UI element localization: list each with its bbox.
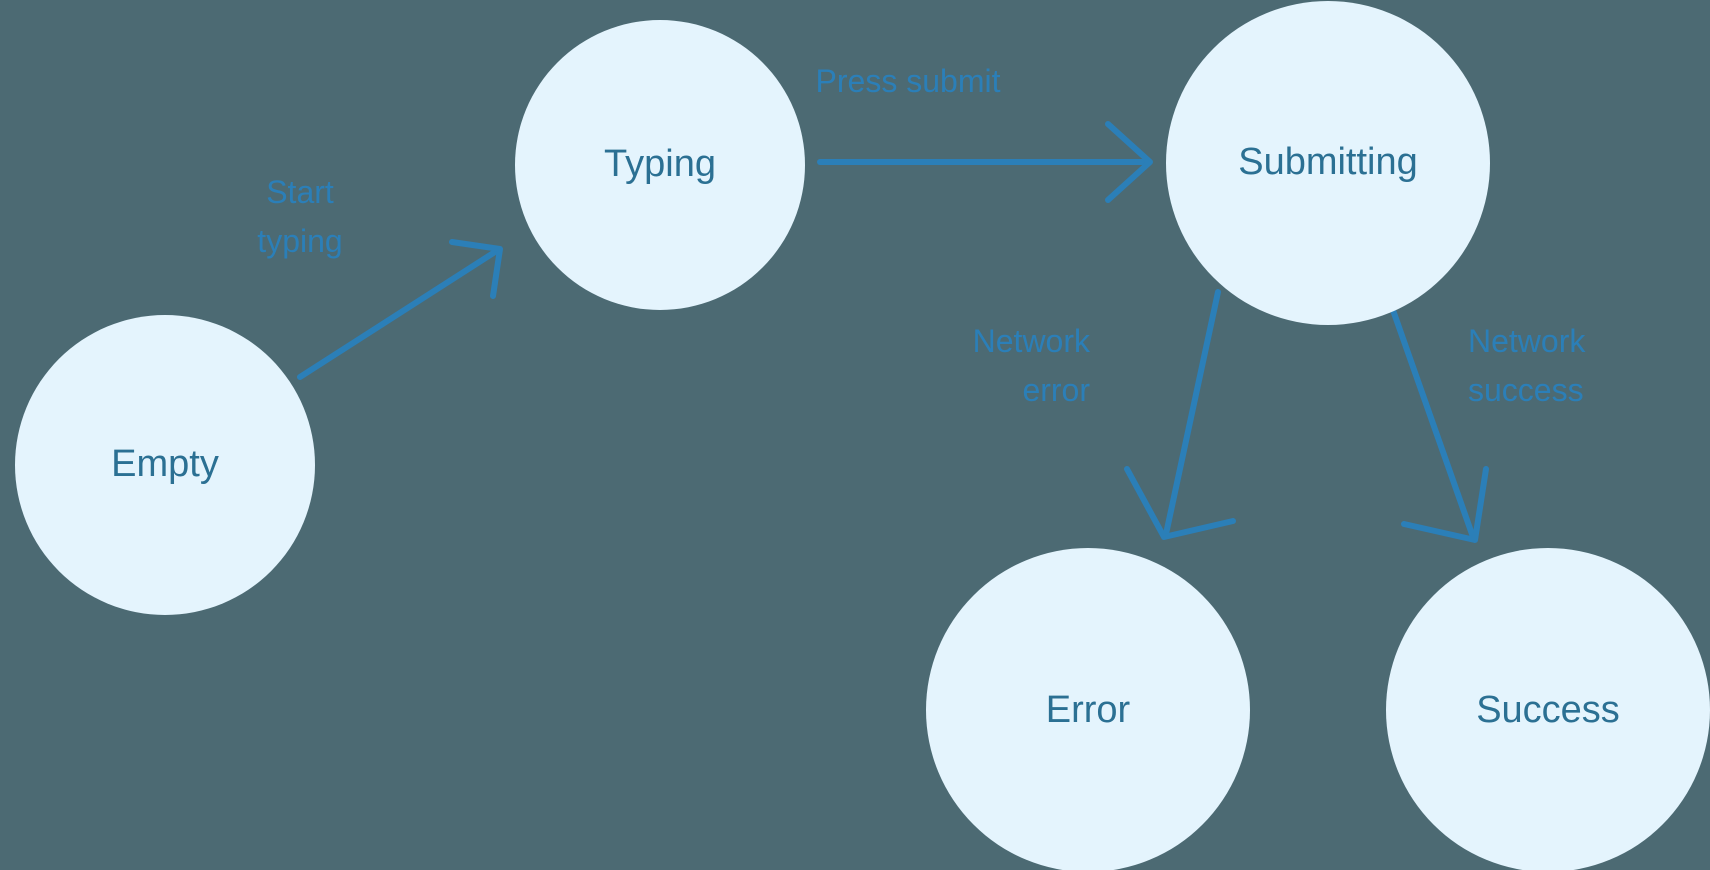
arrowhead-typing-to-submitting: [1105, 121, 1153, 203]
state-label-empty: Empty: [111, 443, 219, 485]
state-label-success: Success: [1476, 689, 1620, 731]
state-label-typing: Typing: [604, 143, 716, 185]
arrowhead-empty-to-typing: [449, 239, 503, 299]
edge-label-submitting-to-success-line1: Network: [1468, 323, 1586, 359]
edge-label-submitting-to-error-line2: error: [1022, 372, 1090, 408]
edge-submitting-to-success: [1385, 293, 1489, 543]
edge-line-submitting-to-success: [1385, 293, 1476, 540]
state-circle-submitting[interactable]: [1166, 1, 1490, 325]
state-node-error[interactable]: Error: [926, 548, 1250, 870]
edge-line-empty-to-typing: [297, 247, 501, 380]
edge-typing-to-submitting: [817, 121, 1153, 203]
state-label-submitting: Submitting: [1238, 141, 1418, 183]
edge-line-submitting-to-error: [1163, 289, 1221, 537]
edge-label-empty-to-typing-line2: typing: [257, 223, 342, 259]
state-label-error: Error: [1046, 689, 1131, 731]
state-node-empty[interactable]: Empty: [15, 315, 315, 615]
arrowhead-submitting-to-success: [1401, 466, 1489, 543]
state-circle-empty[interactable]: [15, 315, 315, 615]
edge-submitting-to-error: [1124, 289, 1236, 540]
edge-label-submitting-to-error-line1: Network: [973, 323, 1091, 359]
state-circle-typing[interactable]: [515, 20, 805, 310]
edge-label-empty-to-typing-line1: Start: [266, 174, 334, 210]
state-node-submitting[interactable]: Submitting: [1166, 1, 1490, 325]
state-node-success[interactable]: Success: [1386, 548, 1710, 870]
edge-label-submitting-to-success-line2: success: [1468, 372, 1584, 408]
state-node-typing[interactable]: Typing: [515, 20, 805, 310]
state-circle-error[interactable]: [926, 548, 1250, 870]
edge-label-typing-to-submitting: Press submit: [816, 63, 1001, 99]
arrowhead-submitting-to-error: [1124, 466, 1236, 540]
state-circle-success[interactable]: [1386, 548, 1710, 870]
edge-empty-to-typing: [297, 239, 503, 380]
